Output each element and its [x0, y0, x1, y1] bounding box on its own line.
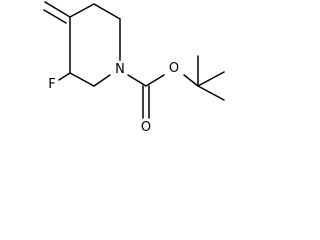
ring-bond-c4-c5 — [69, 3, 95, 18]
carbonyl-ester-o-bond — [145, 74, 165, 87]
tbu-methyl-bond-down — [197, 85, 225, 101]
ester-oxygen-label: O — [169, 61, 179, 76]
carbonyl-oxygen-label: O — [141, 120, 151, 134]
fluorine-label: F — [48, 77, 55, 92]
c3-f-bond — [58, 72, 71, 81]
n-carbonyl-bond — [127, 74, 147, 87]
methylene-bond-inner — [43, 9, 67, 24]
ring-bond-c2-c3 — [69, 72, 95, 87]
nitrogen-label: N — [115, 62, 125, 77]
ring-bond-c5-c6 — [93, 3, 121, 20]
structure-diagram: F N O O — [43, 1, 225, 134]
ring-bond-n-c2 — [93, 74, 111, 87]
ester-o-tbu-bond — [183, 74, 199, 87]
tbu-methyl-bond-right — [197, 71, 225, 87]
methylene-bond-outer — [44, 1, 71, 18]
